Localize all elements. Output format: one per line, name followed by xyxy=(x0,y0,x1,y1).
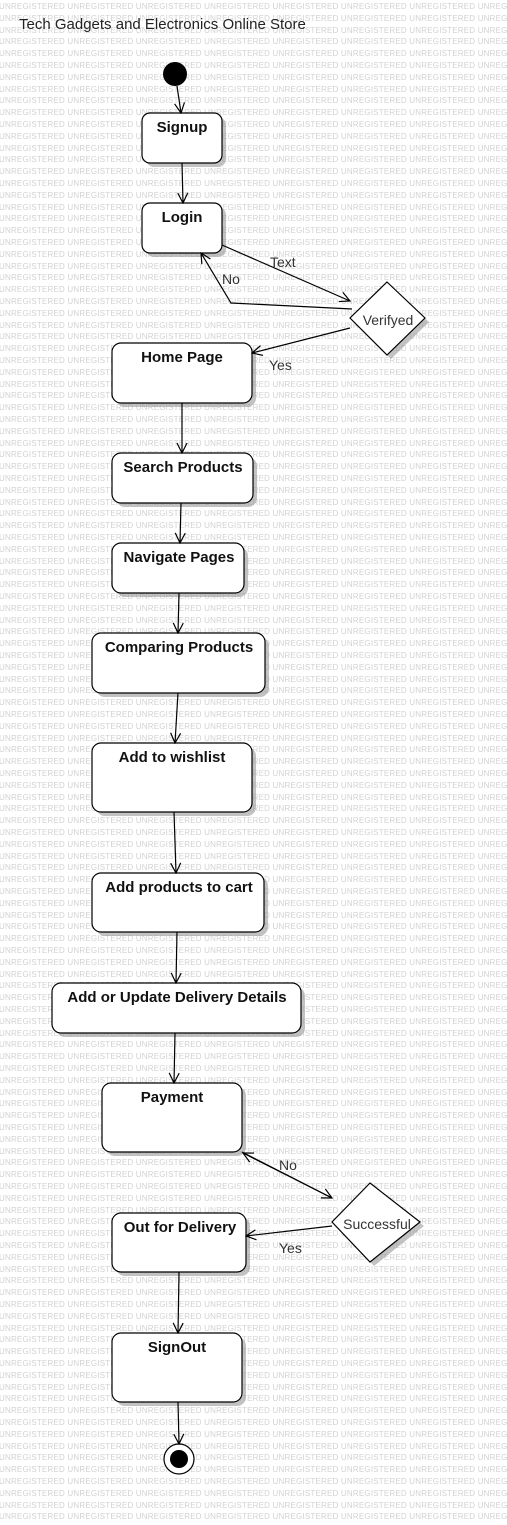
edge-signup-login xyxy=(182,162,183,203)
edge-label-successful-yes: Yes xyxy=(279,1240,302,1256)
node-signout-label: SignOut xyxy=(147,1339,207,1356)
decision-verifyed-label: Verifyed xyxy=(362,312,414,328)
edge-label-verify-no: No xyxy=(222,271,240,287)
initial-node xyxy=(163,62,187,86)
edge-verify-yes-home xyxy=(252,327,351,353)
node-home-label: Home Page xyxy=(141,349,223,366)
edge-label-verify-yes: Yes xyxy=(269,357,292,373)
node-navigate-label: Navigate Pages xyxy=(123,549,235,566)
edge-cart-delivery xyxy=(176,931,177,983)
node-wishlist-label: Add to wishlist xyxy=(118,749,226,766)
edge-signout-final xyxy=(178,1401,179,1444)
edge-verify-no-login xyxy=(201,253,353,310)
edge-label-payment-no: No xyxy=(279,1157,297,1173)
edge-successful-no-payment xyxy=(243,1153,333,1199)
node-search-label: Search Products xyxy=(123,459,243,476)
node-cart-label: Add products to cart xyxy=(105,879,253,896)
edge-navigate-compare xyxy=(178,592,179,633)
edge-delivery-payment xyxy=(174,1032,175,1083)
node-signup-label: Signup xyxy=(156,119,208,136)
edge-successful-yes-out xyxy=(246,1225,333,1236)
edge-wishlist-cart xyxy=(174,811,176,873)
node-login-label: Login xyxy=(161,209,203,226)
decision-successful xyxy=(331,1182,421,1263)
node-out-delivery-label: Out for Delivery xyxy=(123,1219,237,1236)
diagram-title: Tech Gadgets and Electronics Online Stor… xyxy=(19,16,306,33)
node-delivery-details-label: Add or Update Delivery Details xyxy=(67,989,287,1006)
edge-compare-wishlist xyxy=(175,692,178,743)
node-payment-label: Payment xyxy=(140,1089,204,1106)
edge-login-verify xyxy=(221,244,350,301)
node-compare-label: Comparing Products xyxy=(104,639,254,656)
decision-verifyed xyxy=(349,281,426,356)
edge-out-signout xyxy=(178,1271,179,1333)
edge-label-text: Text xyxy=(270,254,296,270)
edge-search-navigate xyxy=(180,502,181,543)
final-node xyxy=(163,1443,195,1475)
decision-successful-label: Successful xyxy=(343,1216,411,1232)
edge-initial-signup xyxy=(177,85,181,113)
